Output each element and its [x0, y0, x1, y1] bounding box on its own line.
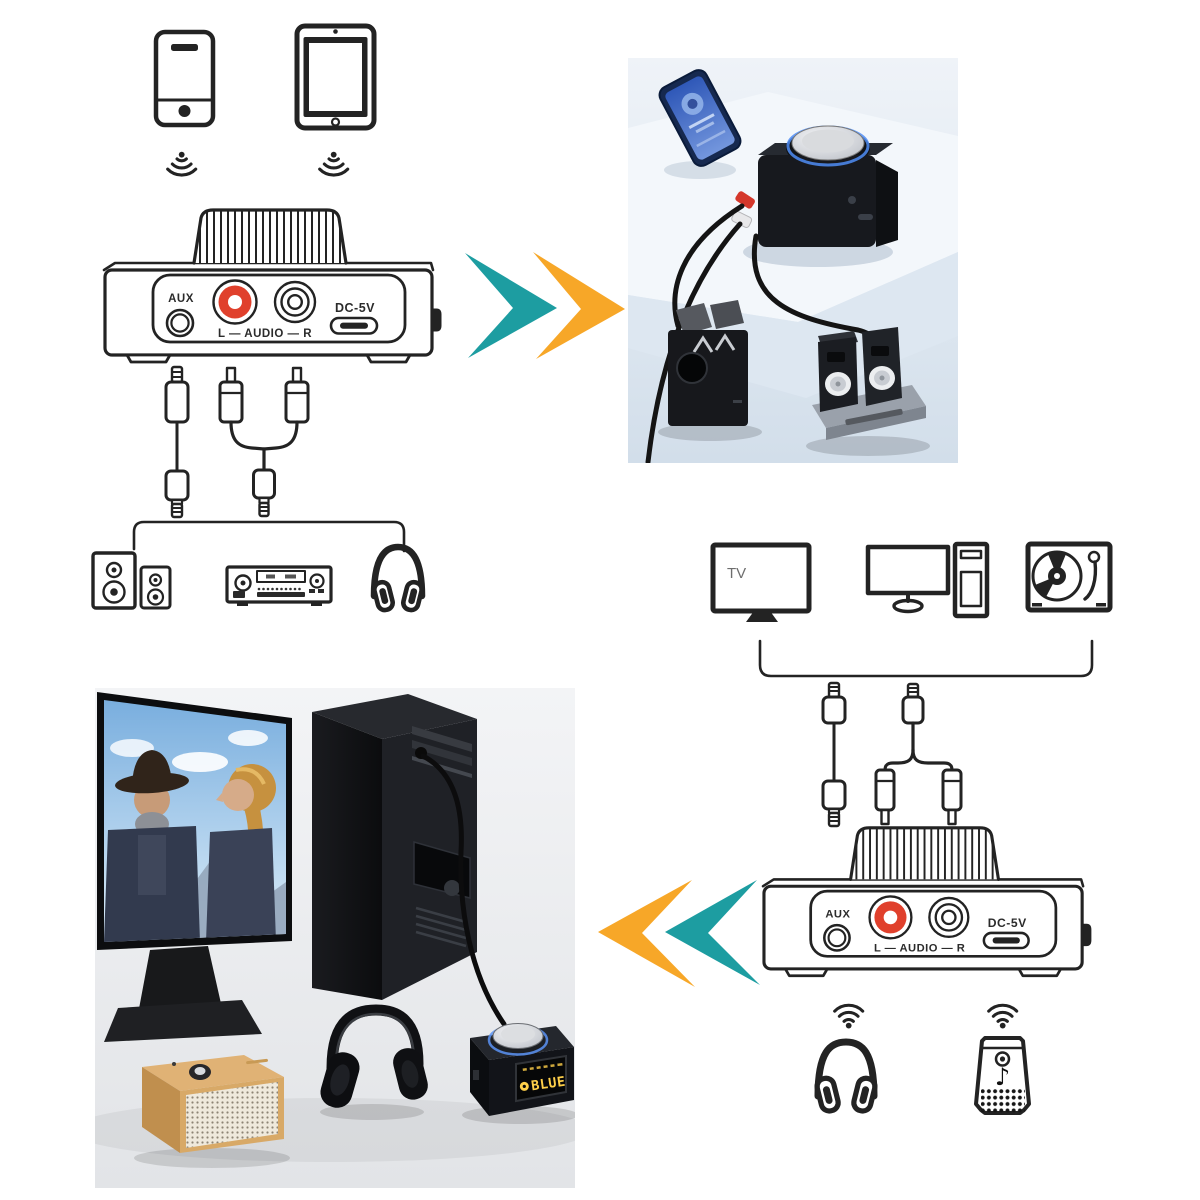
- pc-tower-icon: [952, 541, 990, 619]
- chevron-orange-left: [598, 880, 695, 987]
- chevron-arrows-right: [465, 252, 625, 359]
- chevron-teal-left: [665, 880, 760, 985]
- speaker-mesh: [186, 1082, 278, 1148]
- turntable-icon: [1025, 541, 1113, 613]
- section-bluetooth-input: [91, 23, 442, 613]
- monitor-icon: [865, 544, 951, 614]
- display-text: BLUE: [530, 1074, 566, 1095]
- portable-speaker-icon: ♪: [974, 1036, 1031, 1115]
- speaker-hole-grid: [981, 1088, 1025, 1113]
- split-bracket-top: [132, 520, 406, 553]
- chevron-arrows-left: [598, 880, 760, 987]
- smartphone-icon: [153, 29, 216, 128]
- monitor-photo: [97, 692, 292, 1042]
- chevron-orange-right: [533, 252, 625, 359]
- speaker-left-photo: [658, 300, 762, 441]
- headphones-icon-b: [814, 1038, 878, 1114]
- rca-y-cable-b: [874, 682, 963, 826]
- section-wired-input: TV: [710, 541, 1113, 1115]
- wifi-up-icon-speaker: [987, 1003, 1019, 1031]
- woman-figure: [206, 764, 276, 942]
- chevron-teal-right: [465, 253, 557, 358]
- wifi-up-icon-headphones: [833, 1003, 865, 1031]
- led-display: BLUE: [515, 1054, 567, 1103]
- adapter-photo: [645, 125, 898, 463]
- photo-receiver-setup: [628, 58, 958, 463]
- tv-label: TV: [727, 565, 746, 582]
- rca-plug-red: [735, 191, 755, 209]
- tablet-icon: [294, 23, 377, 131]
- split-bracket-bottom: [758, 639, 1094, 678]
- adapter-photo-2: BLUE: [462, 1023, 575, 1124]
- aux-cable: [164, 365, 190, 519]
- wifi-down-icon-tablet: [318, 150, 350, 177]
- headphones-photo: [320, 1004, 428, 1120]
- av-receiver-icon: [225, 565, 333, 606]
- tv-icon: TV: [710, 542, 812, 622]
- tower-vents: [415, 906, 467, 948]
- adapter-drawing-bottom: [763, 828, 1091, 976]
- aux-cable-b: [821, 681, 847, 828]
- wifi-down-icon-phone: [166, 150, 198, 177]
- rca-y-cable: [218, 366, 310, 518]
- pc-tower-photo: [312, 694, 507, 1027]
- speaker-pair-photo: [806, 327, 930, 456]
- side-button: [473, 1070, 479, 1080]
- cowboy-figure: [104, 750, 200, 942]
- adapter-drawing-top: [104, 210, 442, 362]
- receiver-buttons: [257, 587, 301, 591]
- smartphone-photo: [658, 69, 742, 167]
- display-status-icons: [522, 1062, 563, 1072]
- music-note-glyph: ♪: [995, 1063, 1010, 1091]
- photo-desk-setup: BLUE: [95, 688, 575, 1188]
- audio-cable: [420, 753, 507, 1027]
- headphones-icon: [370, 543, 426, 613]
- bookshelf-speakers-icon: [91, 551, 172, 610]
- wooden-speaker-photo: [134, 1055, 290, 1168]
